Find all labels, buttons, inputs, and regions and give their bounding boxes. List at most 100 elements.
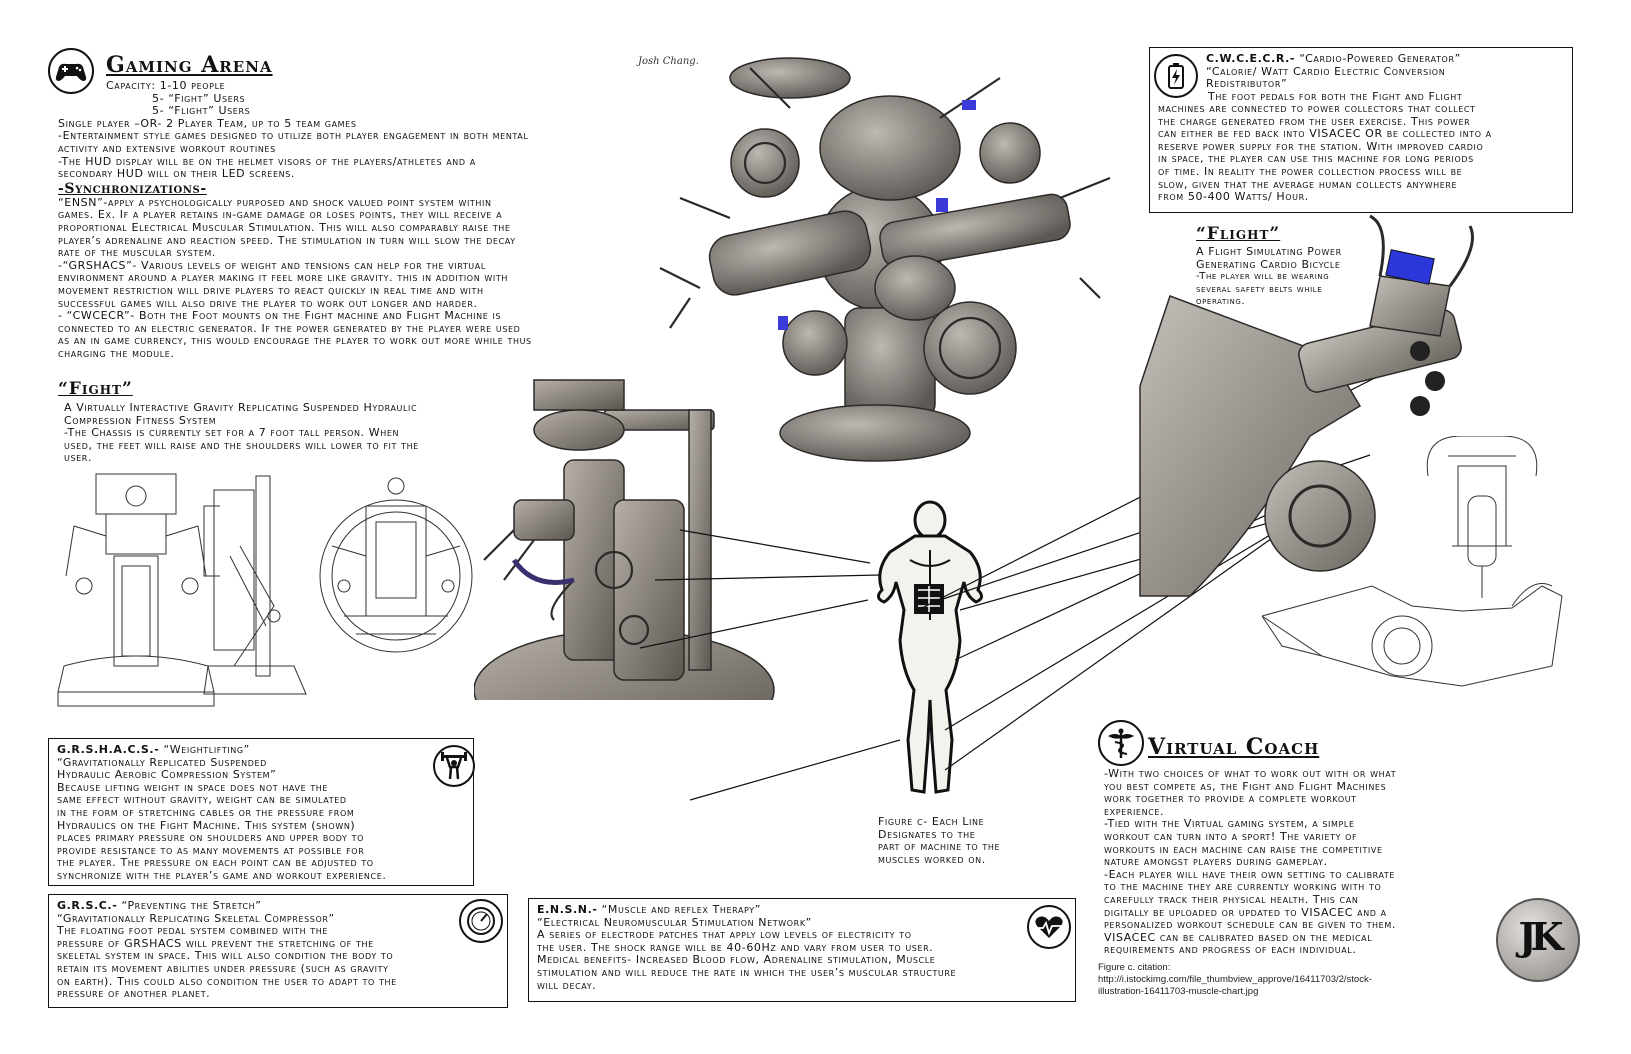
text-line: Because lifting weight in space does not… <box>57 780 329 794</box>
text-line: in the form of stretching cables or the … <box>57 805 355 819</box>
text-line: “Gravitationally Replicating Skeletal Co… <box>57 911 335 925</box>
text-line: secondary HUD will on their LED screens. <box>58 167 295 181</box>
text-line: A series of electrode patches that apply… <box>537 928 912 942</box>
gauge-icon <box>459 899 503 943</box>
cwcecr-subtitle: “Cardio-Powered Generator” <box>1295 52 1461 65</box>
text-line: workout can turn into a sport! The varie… <box>1104 829 1358 843</box>
capacity-line: 5- “Flight” Users <box>152 104 251 118</box>
text-line: work together to provide a complete work… <box>1104 792 1357 806</box>
ensn-subtitle: “Muscle and reflex Therapy” <box>597 903 762 916</box>
logo-text: JK <box>1518 914 1563 959</box>
gaming-arena-body: Capacity: 1-10 people 5- “Fight” Users 5… <box>58 79 532 360</box>
text-line: carefully track their physical health. T… <box>1104 892 1359 906</box>
text-line: you best compete as, the Fight and Fligh… <box>1104 779 1387 793</box>
virtual-coach-body: -With two choices of what to work out wi… <box>1104 767 1397 957</box>
grsc-box: G.R.S.C.- “Preventing the Stretch” “Grav… <box>48 894 508 1008</box>
text-line: -The player will be wearing <box>1196 271 1330 283</box>
text-line: the user. The shock range will be 40-60H… <box>537 940 934 954</box>
text-line: “Electrical Neuromuscular Stimulation Ne… <box>537 915 812 929</box>
text-line: successful games will also drive the pla… <box>58 296 478 310</box>
text-line: activity and extensive workout routines <box>58 141 276 155</box>
text-line: “Calorie/ Watt Cardio Electric Conversio… <box>1206 64 1446 78</box>
text-line: “ENSN”-apply a psychologically purposed … <box>58 195 492 209</box>
heartbeat-icon <box>1027 905 1071 949</box>
text-line: user. <box>64 451 93 465</box>
text-line: Designates to the <box>878 827 976 841</box>
text-line: Figure c- Each Line <box>878 815 985 828</box>
text-line: movement restriction will drive players … <box>58 283 484 297</box>
flight-machine-sketches <box>1262 436 1563 687</box>
text-line: -Tied with the Virtual gaming system, a … <box>1104 817 1355 831</box>
text-line: reserve power supply for the station. Wi… <box>1158 139 1484 153</box>
text-line: environment around a player making it fe… <box>58 271 508 285</box>
text-line: VISACEC can be calibrated based on the m… <box>1104 930 1373 944</box>
text-line: -Each player will have their own setting… <box>1104 867 1396 881</box>
text-line: places primary pressure on shoulders and… <box>57 831 365 845</box>
citation-line: http://i.istockimg.com/file_thumbview_ap… <box>1098 974 1372 985</box>
text-line: of time. In reality the power collection… <box>1158 164 1463 178</box>
text-line: requirements and progress of each indivi… <box>1104 943 1357 957</box>
flight-title: “Flight” <box>1196 224 1281 244</box>
weightlifter-icon <box>433 745 475 787</box>
text-line: The foot pedals for both the Fight and F… <box>1208 89 1463 103</box>
gaming-arena-title: Gaming Arena <box>106 52 273 78</box>
text-line: “Gravitationally Replicated Suspended <box>57 755 267 769</box>
text-line: pressure of another planet. <box>57 987 211 1001</box>
fight-title: “Fight” <box>58 379 133 399</box>
text-line: rate of the muscular system. <box>58 246 217 260</box>
grshacs-body: G.R.S.H.A.C.S.- “Weightlifting” “Gravita… <box>57 743 386 883</box>
text-line: stimulation and will reduce the rate in … <box>537 965 957 979</box>
text-line: on earth). This could also condition the… <box>57 974 397 988</box>
text-line: operating. <box>1196 296 1246 308</box>
text-line: muscles worked on. <box>878 852 986 866</box>
signature: Josh Chang. <box>638 56 699 67</box>
cwcecr-body-cont: machines are connected to power collecto… <box>1158 102 1492 204</box>
text-line: slow, given that the average human colle… <box>1158 177 1458 191</box>
grsc-subtitle: “Preventing the Stretch” <box>117 899 262 912</box>
ensn-body: E.N.S.N.- “Muscle and reflex Therapy” “E… <box>537 903 957 992</box>
text-line: -Entertainment style games designed to u… <box>58 129 529 143</box>
text-line: connected to an electric generator. If t… <box>58 321 521 335</box>
ensn-box: E.N.S.N.- “Muscle and reflex Therapy” “E… <box>528 898 1076 1002</box>
caduceus-icon <box>1098 720 1144 766</box>
text-line: A Flight Simulating Power <box>1196 245 1342 258</box>
citation-line: illustration-16411703-muscle-chart.jpg <box>1098 986 1259 997</box>
text-line: -“GRSHACS”- Various levels of weight and… <box>58 258 486 272</box>
figure-caption: Figure c- Each Line Designates to the pa… <box>878 815 1001 866</box>
sync-heading: -Synchronizations- <box>58 180 207 197</box>
figure-citation: Figure c. citation: http://i.istockimg.c… <box>1098 962 1372 998</box>
text-line: proportional Electrical Muscular Stimula… <box>58 220 511 234</box>
text-line: the player. The pressure on each point c… <box>57 856 374 870</box>
grshacs-box: G.R.S.H.A.C.S.- “Weightlifting” “Gravita… <box>48 738 475 886</box>
text-line: part of machine to the <box>878 840 1001 854</box>
muscle-figure <box>877 500 983 794</box>
text-line: nature amongst players during gameplay. <box>1104 855 1328 869</box>
cwcecr-box: C.W.C.E.C.R.- “Cardio-Powered Generator”… <box>1149 47 1573 213</box>
text-line: charging the module. <box>58 346 175 360</box>
text-line: pressure of GRSHACS will prevent the str… <box>57 936 374 950</box>
cwcecr-body: C.W.C.E.C.R.- “Cardio-Powered Generator”… <box>1206 52 1463 103</box>
jk-logo: JK <box>1496 898 1580 982</box>
text-line: -With two choices of what to work out wi… <box>1104 767 1397 780</box>
text-line: Compression Fitness System <box>64 413 217 427</box>
text-line: digitally be uploaded or updated to VISA… <box>1104 905 1387 919</box>
text-line: from 50-400 Watts/ Hour. <box>1158 190 1309 204</box>
text-line: player’s adrenaline and reaction speed. … <box>58 233 516 247</box>
text-line: games. Ex. If a player retains in-game d… <box>58 208 503 222</box>
citation-line: Figure c. citation: <box>1098 962 1171 973</box>
battery-icon <box>1154 54 1198 98</box>
ensn-title: E.N.S.N.- <box>537 903 598 916</box>
text-line: as an in game currency, this would encou… <box>58 334 532 348</box>
cwcecr-title: C.W.C.E.C.R.- <box>1206 52 1296 65</box>
fight-machine-sketches <box>57 473 473 707</box>
text-line: A Virtually Interactive Gravity Replicat… <box>64 401 418 414</box>
text-line: provide resistance to as many movements … <box>57 843 365 857</box>
text-line: - “CWCECR”- Both the Foot mounts on the … <box>58 309 502 323</box>
grshacs-subtitle: “Weightlifting” <box>159 743 250 756</box>
fight-machine-render <box>474 379 775 700</box>
text-line: Medical benefits- Increased Blood flow, … <box>537 953 936 967</box>
text-line: several safety belts while <box>1196 283 1323 295</box>
capacity-line: 5- “Fight” Users <box>152 91 246 105</box>
text-line: Generating Cardio Bicycle <box>1196 257 1341 271</box>
text-line: -The HUD display will be on the helmet v… <box>58 154 476 168</box>
